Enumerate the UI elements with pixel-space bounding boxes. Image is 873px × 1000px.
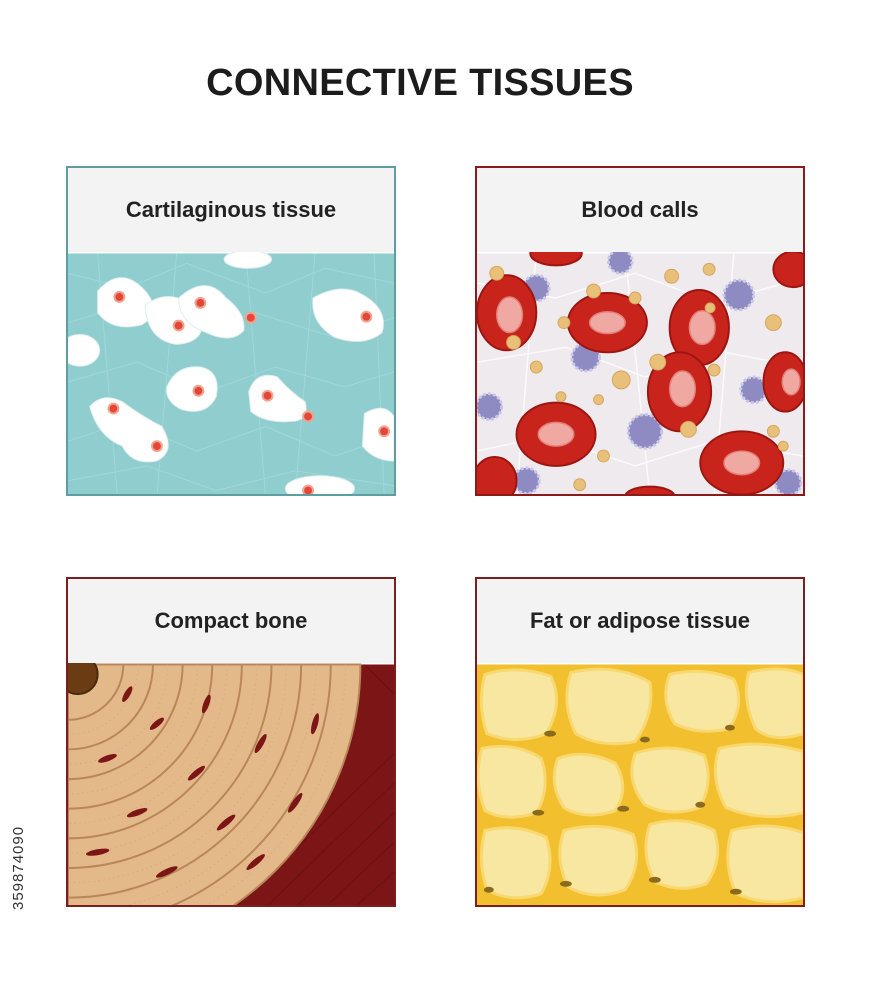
stock-image-id: 359874090 — [10, 825, 27, 910]
adipose-tissue-illustration — [477, 664, 803, 905]
cartilaginous-tissue-illustration — [68, 252, 394, 494]
page-title: CONNECTIVE TISSUES — [206, 62, 634, 104]
blood-cells-illustration — [477, 252, 803, 494]
adipose-tissue-label: Fat or adipose tissue — [477, 579, 803, 663]
cartilaginous-tissue-panel: Cartilaginous tissue — [66, 166, 396, 496]
blood-cells-label: Blood calls — [477, 168, 803, 252]
cartilaginous-tissue-label: Cartilaginous tissue — [68, 168, 394, 252]
blood-cells-panel: Blood calls — [475, 166, 805, 496]
adipose-tissue-panel: Fat or adipose tissue — [475, 577, 805, 907]
compact-bone-panel: Compact bone — [66, 577, 396, 907]
compact-bone-illustration — [68, 663, 394, 905]
compact-bone-label: Compact bone — [68, 579, 394, 663]
